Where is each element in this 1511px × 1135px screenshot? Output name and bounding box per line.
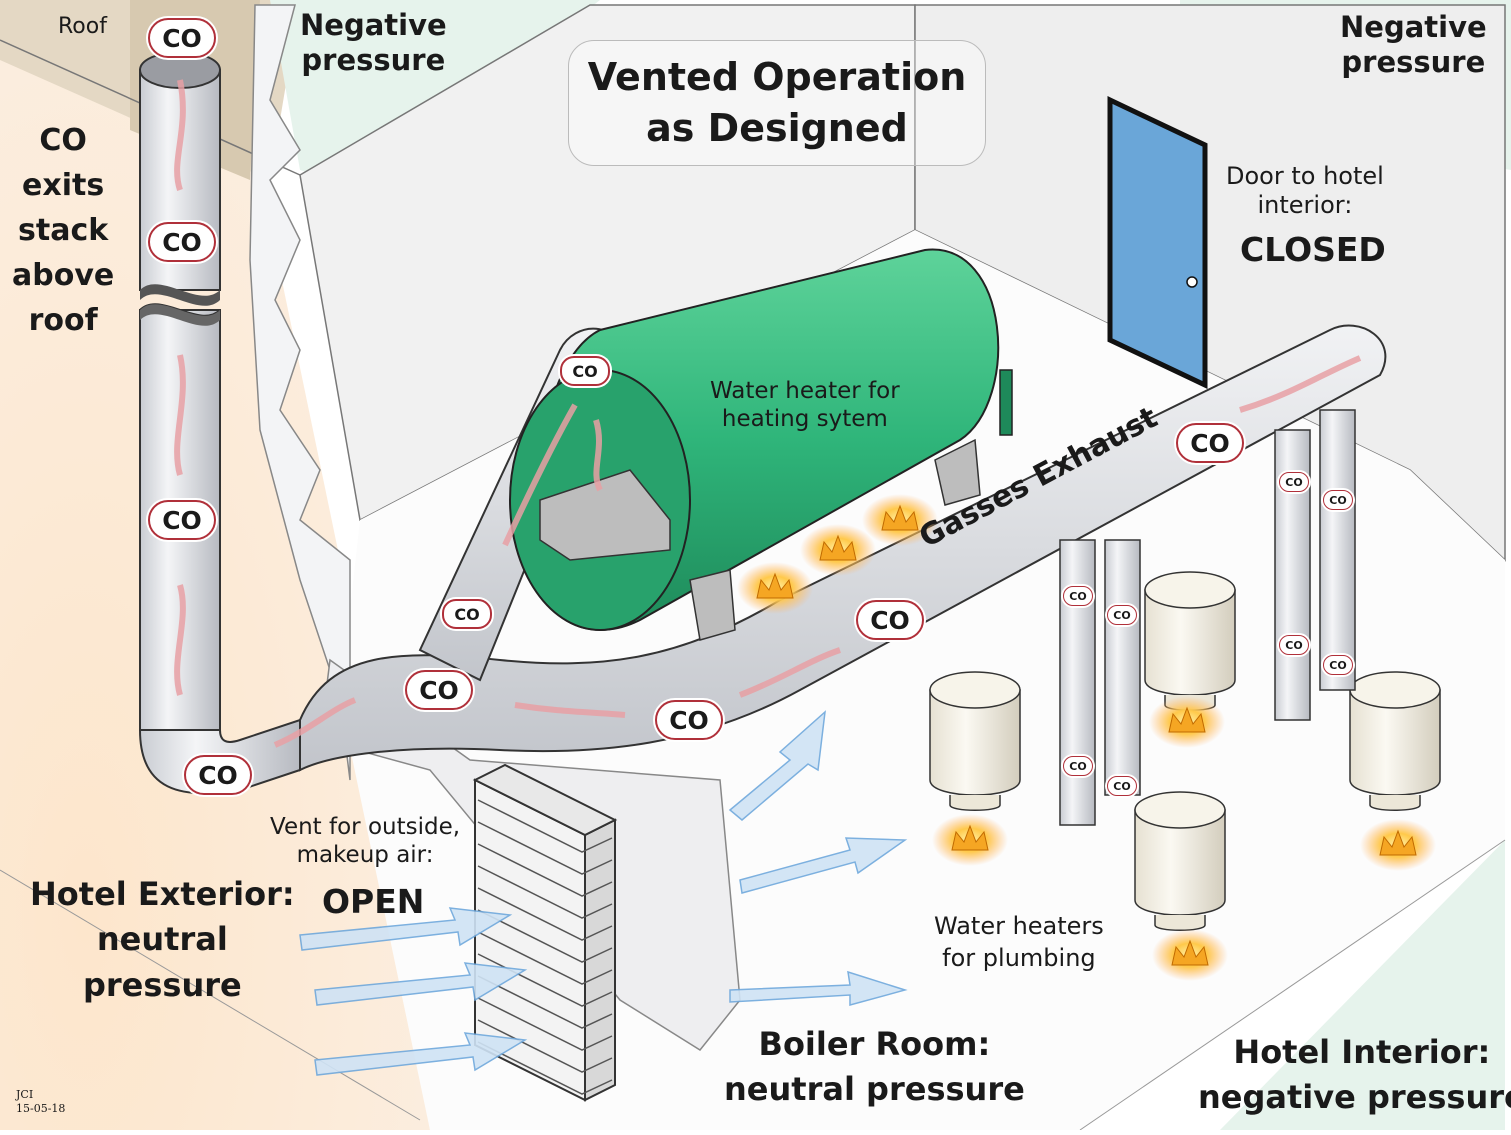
- flow-arrow: [738, 647, 841, 698]
- co-badge: CO: [1063, 586, 1093, 606]
- louver-slat: [477, 997, 613, 1051]
- co-badge: CO: [1279, 635, 1309, 655]
- co-badge: CO: [405, 670, 473, 710]
- water-heater: [1349, 671, 1441, 811]
- louver-slat: [477, 909, 613, 963]
- flame-icon: [1152, 929, 1228, 981]
- co-badge: CO: [1323, 655, 1353, 675]
- air-arrow: [314, 962, 528, 1006]
- roof-label: Roof: [58, 14, 107, 39]
- title-line-1: Vented Operation: [587, 54, 967, 99]
- louver-slat: [477, 821, 613, 875]
- flow-arrow: [514, 702, 626, 718]
- boiler-room-label: Boiler Room:neutral pressure: [724, 1025, 1025, 1108]
- co-badge: CO: [856, 600, 924, 640]
- air-arrow: [299, 907, 513, 951]
- co-badge: CO: [655, 700, 723, 740]
- air-arrow: [739, 837, 908, 894]
- co-badge: CO: [1107, 605, 1137, 625]
- co-badge: CO: [1323, 490, 1353, 510]
- louver-slat: [477, 843, 613, 897]
- title-box: Vented Operation as Designed: [568, 40, 986, 166]
- co-badge: CO: [148, 18, 216, 58]
- flame-icon: [737, 562, 813, 614]
- flame-icon: [862, 494, 938, 546]
- co-badge: CO: [148, 222, 216, 262]
- door-state: CLOSED: [1240, 230, 1386, 269]
- flame-icon: [800, 524, 876, 576]
- louver-slat: [477, 931, 613, 985]
- co-badge: CO: [1063, 756, 1093, 776]
- co-badge: CO: [148, 500, 216, 540]
- title-line-2: as Designed: [646, 106, 908, 150]
- flow-arrow: [174, 79, 186, 191]
- vent-label: Vent for outside,makeup air:: [270, 814, 461, 868]
- flow-arrow: [174, 354, 186, 476]
- louver-slat: [477, 1041, 613, 1095]
- air-arrow: [729, 970, 908, 1006]
- co-badge: CO: [442, 599, 492, 629]
- louver-slat: [477, 865, 613, 919]
- co-badge: CO: [1107, 776, 1137, 796]
- co-badge: CO: [184, 755, 252, 795]
- flame-icon: [1149, 696, 1225, 748]
- interior-label: Hotel Interior:negative pressure: [1198, 1033, 1511, 1116]
- water-heater: [929, 671, 1021, 811]
- air-arrow: [728, 710, 826, 821]
- vent-state: OPEN: [322, 882, 425, 921]
- co-badge: CO: [560, 356, 610, 386]
- flow-arrow: [502, 403, 578, 547]
- flow-arrow: [174, 584, 186, 696]
- flow-arrow: [593, 419, 603, 492]
- louver-slat: [477, 887, 613, 941]
- flame-icon: [932, 814, 1008, 866]
- flow-arrow: [273, 697, 357, 748]
- water-heater: [1144, 571, 1236, 711]
- co-badge: CO: [1176, 423, 1244, 463]
- flow-arrow: [1239, 355, 1362, 413]
- louver-slat: [477, 1019, 613, 1073]
- louver-slat: [477, 799, 613, 853]
- water-heater: [1134, 791, 1226, 931]
- louver-slat: [477, 975, 613, 1029]
- co-badge: CO: [1279, 472, 1309, 492]
- air-arrow: [314, 1032, 528, 1076]
- flame-icon: [1360, 819, 1436, 871]
